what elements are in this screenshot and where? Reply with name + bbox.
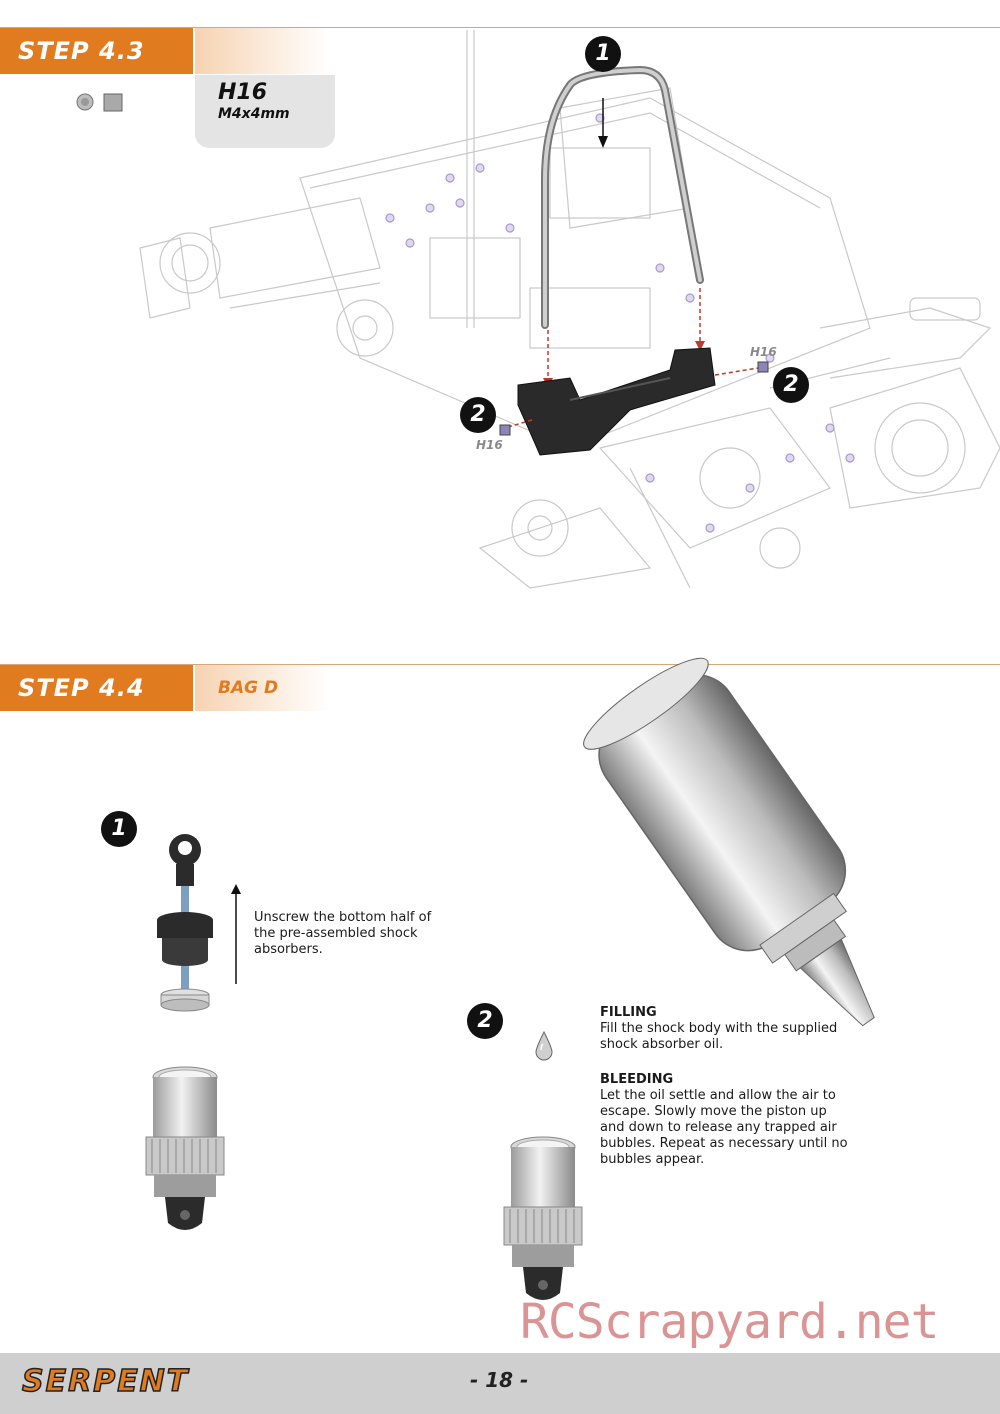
page-number: - 18 - (470, 1368, 529, 1392)
filling-instructions: FILLING Fill the shock body with the sup… (600, 1005, 838, 1052)
oil-drop-icon (535, 1030, 553, 1061)
watermark: RCScrapyard.net (520, 1294, 939, 1350)
roll-bar-assembly (499, 65, 769, 456)
part-box (195, 75, 335, 148)
chassis-illustration (139, 30, 1000, 589)
callout-2-right-step43: 2 (773, 367, 809, 403)
top-rule (0, 27, 1000, 28)
shock-body-right (503, 1136, 583, 1300)
hw-label-left: H16 (476, 438, 503, 452)
roll-bar-brace (517, 347, 716, 456)
screw-side-icon (103, 93, 123, 112)
shock-top-part (157, 834, 213, 1012)
step-4-4-fade (195, 665, 330, 711)
unscrew-arrow (231, 884, 241, 984)
callout-1-step43: 1 (585, 36, 621, 72)
brand-logo: SERPENT (21, 1363, 190, 1400)
part-code: H16 (218, 80, 268, 105)
step-4-3-fade (195, 28, 330, 74)
roll-hoop (541, 65, 704, 329)
mid-rule (0, 664, 1000, 665)
bleeding-instructions: BLEEDING Let the oil settle and allow th… (600, 1072, 848, 1167)
part-size: M4x4mm (218, 106, 290, 122)
shock-body-left (145, 1066, 225, 1230)
hw-label-right: H16 (750, 345, 777, 359)
footer-bar (0, 1353, 1000, 1414)
callout-2-left-step43: 2 (460, 397, 496, 433)
unscrew-instructions: Unscrew the bottom half of the pre-assem… (254, 910, 432, 957)
oil-bottle (583, 657, 875, 1027)
bag-label: BAG D (218, 678, 279, 698)
callout-1-step44: 1 (101, 811, 137, 847)
screw-icons (76, 93, 123, 112)
step-4-4-tab: STEP 4.4 (0, 665, 193, 711)
step-4-3-tab: STEP 4.3 (0, 28, 193, 74)
callout-2-step44: 2 (467, 1003, 503, 1039)
